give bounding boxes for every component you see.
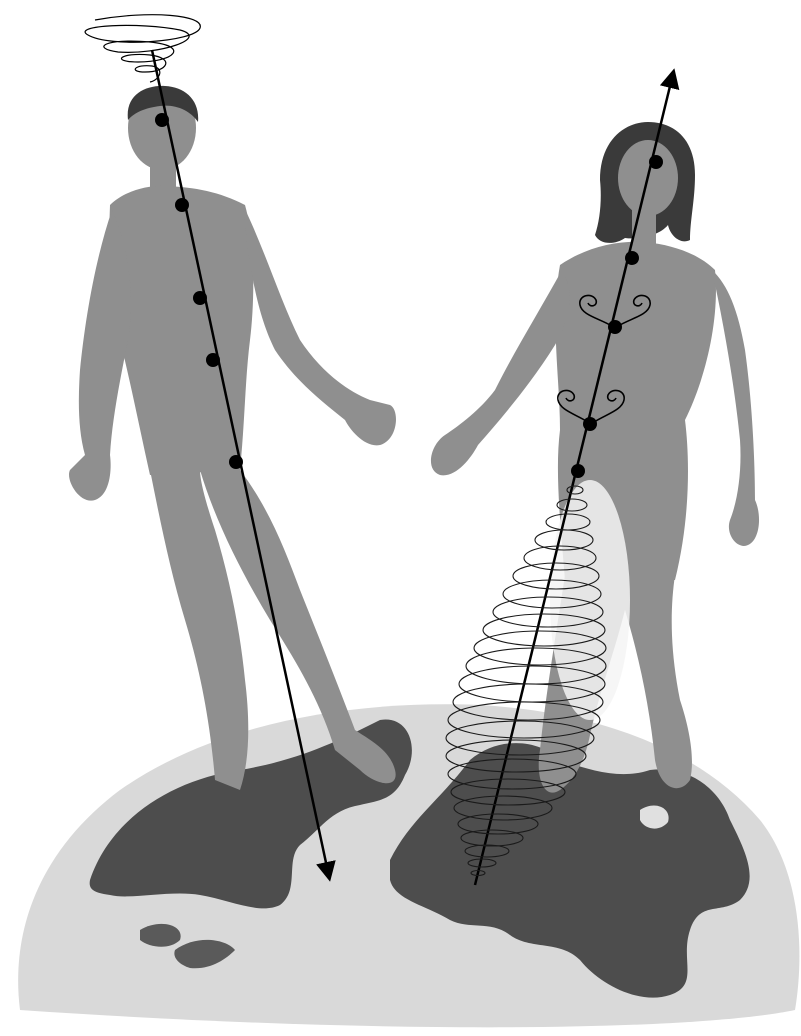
globe-land-island-1 xyxy=(140,924,181,947)
female-light-glow xyxy=(550,480,630,720)
female-left-arm xyxy=(431,270,570,475)
male-torso xyxy=(109,186,253,475)
male-chakra-5 xyxy=(229,455,243,469)
female-chakra-4 xyxy=(583,417,597,431)
male-crown-spiral xyxy=(85,15,200,82)
female-chakra-1 xyxy=(649,155,663,169)
male-chakra-3 xyxy=(193,291,207,305)
female-chakra-3 xyxy=(608,320,622,334)
male-chakra-2 xyxy=(175,198,189,212)
male-right-arm xyxy=(243,205,396,445)
male-neck xyxy=(150,162,176,188)
female-right-arm xyxy=(712,270,759,546)
male-chakra-1 xyxy=(155,113,169,127)
male-figure xyxy=(69,86,396,790)
female-figure xyxy=(431,122,759,793)
male-chakra-4 xyxy=(206,353,220,367)
female-chakra-2 xyxy=(625,251,639,265)
female-chakra-5 xyxy=(571,464,585,478)
globe-land-island-3 xyxy=(640,806,669,829)
male-left-arm xyxy=(69,210,131,501)
